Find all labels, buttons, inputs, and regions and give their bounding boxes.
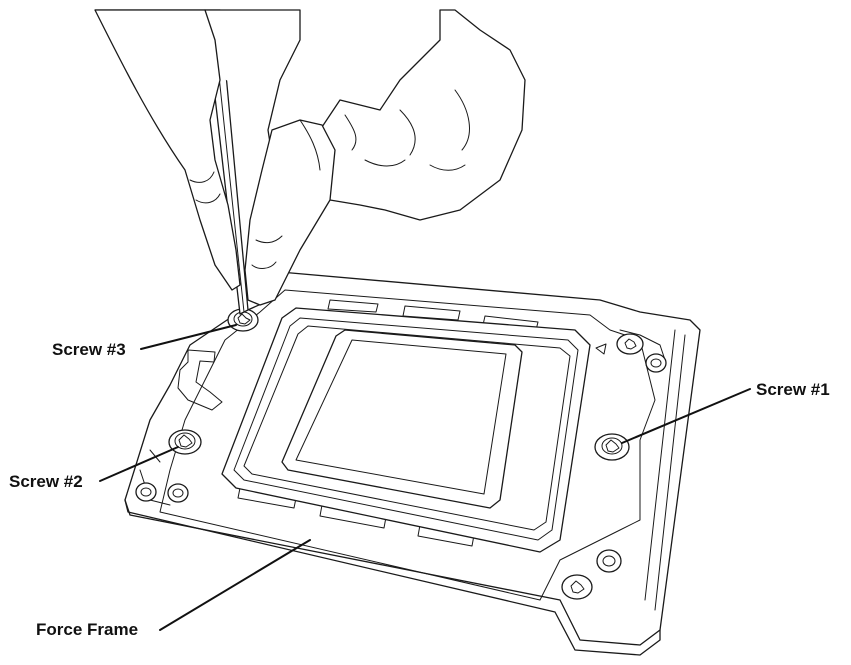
leader-lines: [99, 324, 751, 631]
leader-screw-1: [621, 388, 751, 444]
label-force-frame: Force Frame: [36, 620, 139, 639]
leader-screw-2: [99, 446, 179, 482]
screw-1: [594, 433, 630, 461]
screw-2: [168, 429, 202, 455]
screw-bottom-right: [561, 574, 593, 600]
cpu-package: [221, 307, 591, 553]
leader-screw-3: [140, 324, 237, 350]
label-screw-3: Screw #3: [52, 340, 126, 359]
screw-top-right: [616, 333, 644, 355]
label-screw-1: Screw #1: [756, 380, 830, 399]
standoff-posts: [135, 353, 667, 573]
leader-force-frame: [159, 539, 311, 631]
hand-illustration: [94, 9, 526, 306]
label-screw-2: Screw #2: [9, 472, 83, 491]
